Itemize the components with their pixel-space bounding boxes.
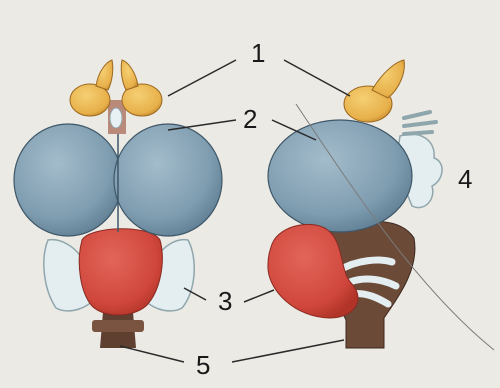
lateral-optic-nerve-fingers: [404, 112, 436, 134]
lateral-hemisphere: [268, 120, 412, 232]
dorsal-olfactory-tip-left: [96, 60, 113, 90]
dorsal-medulla-band: [92, 320, 144, 332]
dorsal-view: [14, 60, 222, 348]
leader-3-right: [244, 290, 274, 302]
dorsal-pineal: [110, 108, 122, 128]
leader-5-right: [232, 340, 344, 362]
lateral-view: [268, 60, 442, 348]
label-cerebellum: 3: [218, 288, 232, 314]
label-medulla-oblongata: 5: [196, 352, 210, 378]
label-cerebral-hemispheres: 2: [243, 106, 257, 132]
label-olfactory-lobes: 1: [251, 40, 265, 66]
leader-5-left: [120, 346, 184, 362]
dorsal-olfactory-tip-right: [121, 60, 138, 90]
lateral-olfactory-tip: [372, 60, 404, 98]
leader-1-right: [284, 60, 350, 96]
dorsal-hemisphere-left: [14, 124, 122, 236]
label-cranial-nerves: 4: [458, 166, 472, 192]
dorsal-hemisphere-right: [114, 124, 222, 236]
leader-1-left: [168, 60, 236, 96]
dorsal-cerebellum: [79, 229, 162, 315]
